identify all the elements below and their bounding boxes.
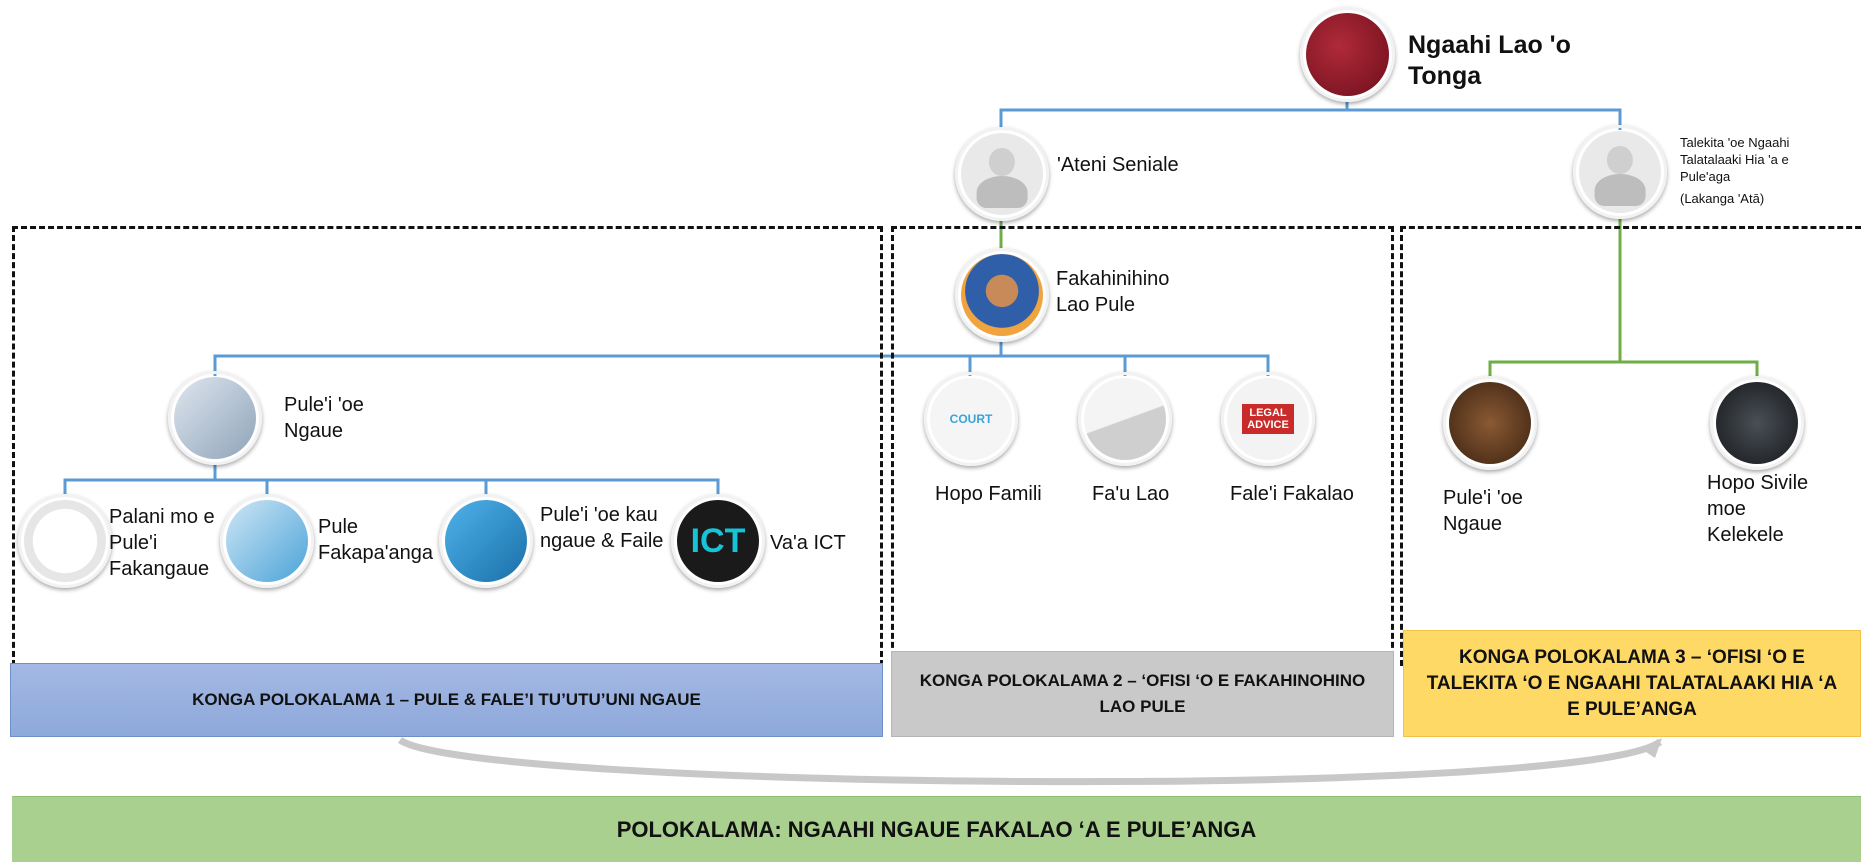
program-2-label: KONGA POLOKALAMA 2 – ‘OFISI ‘O E FAKAHIN… xyxy=(919,671,1366,716)
hopo-famili-label: Hopo Famili xyxy=(935,483,1042,505)
legal-advice-icon-text: LEGAL ADVICE xyxy=(1242,404,1294,434)
program-3-bar: KONGA POLOKALAMA 3 – ‘OFISI ‘O E TALEKIT… xyxy=(1403,630,1861,737)
fakahinihino-label: Fakahinihino Lao Pule xyxy=(1056,268,1170,316)
polokalama-footer: POLOKALAMA: NGAAHI NGAUE FAKALAO ‘A E PU… xyxy=(12,796,1861,862)
handshake-icon xyxy=(168,371,262,465)
talekita-label-1: Talekita 'oe Ngaahi xyxy=(1680,135,1790,150)
polokalama-footer-label: POLOKALAMA: NGAAHI NGAUE FAKALAO ‘A E PU… xyxy=(616,816,1257,842)
person-avatar-icon xyxy=(955,127,1049,221)
program-1-label: KONGA POLOKALAMA 1 – PULE & FALE’I TU’UT… xyxy=(192,690,701,709)
fau-lao-label: Fa'u Lao xyxy=(1092,483,1170,505)
org-title: Ngaahi Lao 'o Tonga xyxy=(1408,31,1571,90)
hopo-sivile-label: Hopo Sivile moe Kelekele xyxy=(1707,472,1809,546)
fountain-pen-icon xyxy=(1078,372,1172,466)
court-icon-text: COURT xyxy=(949,412,993,426)
pule-fakapaanga-label: Pule Fakapa'anga xyxy=(318,516,434,564)
ict-icon: ICT xyxy=(671,494,765,588)
person-photo-icon xyxy=(955,248,1049,342)
program-2-bar: KONGA POLOKALAMA 2 – ‘OFISI ‘O E FAKAHIN… xyxy=(891,651,1394,737)
constitution-book-icon xyxy=(1300,7,1395,102)
gavel-icon xyxy=(1710,376,1804,470)
legal-advice-icon: LEGAL ADVICE xyxy=(1221,372,1315,466)
ict-icon-text: ICT xyxy=(690,521,746,560)
talekita-label-3: Pule'aga xyxy=(1680,169,1731,184)
finance-chart-icon xyxy=(220,494,314,588)
palani-label: Palani mo e Pule'i Fakangaue xyxy=(109,506,215,580)
human-resources-icon xyxy=(439,494,533,588)
program-1-bar: KONGA POLOKALAMA 1 – PULE & FALE’I TU’UT… xyxy=(10,663,883,737)
ateni-seniale-label: 'Ateni Seniale xyxy=(1057,154,1179,176)
pulei-ngaue-right-label: Pule'i 'oe Ngaue xyxy=(1443,487,1523,535)
falei-fakalao-label: Fale'i Fakalao xyxy=(1230,483,1354,505)
gavel-scales-icon xyxy=(1443,376,1537,470)
court-lightbulb-icon: COURT xyxy=(924,372,1018,466)
program-3-label: KONGA POLOKALAMA 3 – ‘OFISI ‘O E TALEKIT… xyxy=(1426,646,1838,720)
person-avatar-icon xyxy=(1573,125,1667,219)
talekita-label-2: Talatalaaki Hia 'a e xyxy=(1680,152,1789,167)
clock-plan-icon xyxy=(18,494,112,588)
vaa-ict-label: Va'a ICT xyxy=(770,532,846,554)
pulei-ngaue-left-label: Pule'i 'oe Ngaue xyxy=(284,394,364,442)
talekita-sublabel: (Lakanga 'Atā) xyxy=(1680,191,1765,206)
pulei-kau-label: Pule'i 'oe kau ngaue & Faile xyxy=(540,504,664,552)
group-1-frame xyxy=(12,226,883,666)
